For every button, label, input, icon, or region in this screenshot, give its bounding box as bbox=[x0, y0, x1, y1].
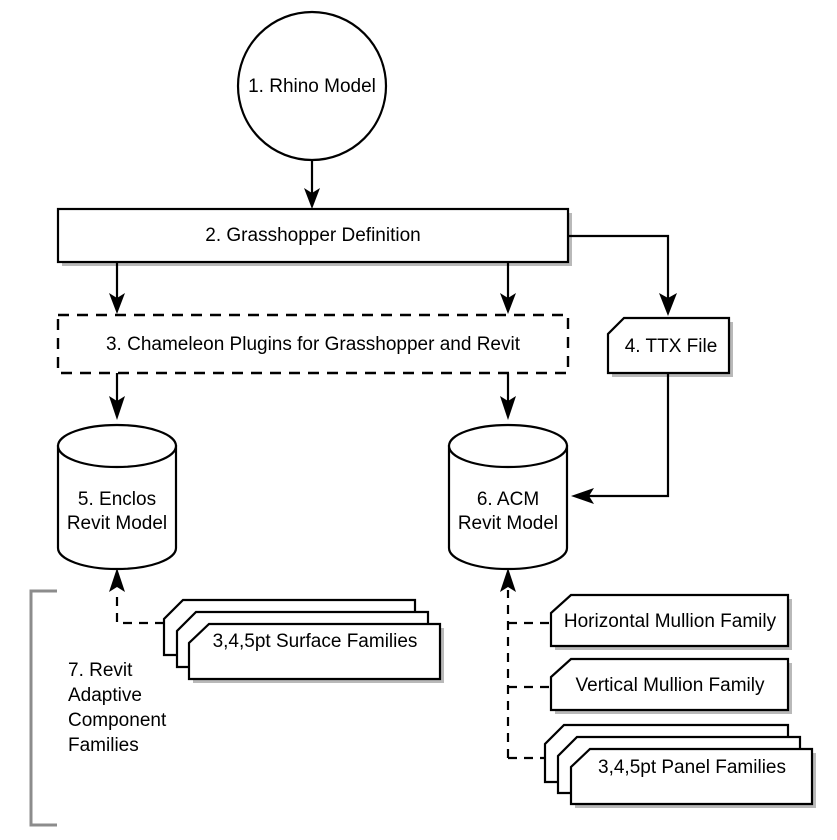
enclos-cylinder-body bbox=[56, 444, 178, 571]
bracket-revit-adaptive-component-families: 7. Revit Adaptive Component Families bbox=[29, 589, 167, 827]
enclos-revit-model-label-line2: Revit Model bbox=[67, 513, 167, 534]
node-acm-revit-model[interactable]: 6. ACM Revit Model bbox=[447, 423, 569, 571]
bracket-label-line2: Adaptive bbox=[68, 685, 142, 706]
panel-families-label: 3,4,5pt Panel Families bbox=[598, 757, 786, 778]
edge-grasshopper-to-chameleon-right bbox=[500, 262, 516, 314]
edge-chameleon-to-enclos bbox=[109, 373, 125, 420]
node-enclos-revit-model[interactable]: 5. Enclos Revit Model bbox=[56, 423, 178, 571]
node-chameleon-plugins[interactable]: 3. Chameleon Plugins for Grasshopper and… bbox=[56, 313, 570, 375]
node-grasshopper-definition[interactable]: 2. Grasshopper Definition bbox=[56, 207, 572, 266]
acm-revit-model-label-line2: Revit Model bbox=[458, 513, 558, 534]
enclos-revit-model-label-line1: 5. Enclos bbox=[78, 489, 156, 510]
edge-families-trunk-to-acm bbox=[500, 568, 551, 760]
edge-grasshopper-to-chameleon-left bbox=[109, 262, 125, 314]
panel-families-card-front bbox=[569, 747, 814, 806]
chameleon-plugins-label: 3. Chameleon Plugins for Grasshopper and… bbox=[106, 334, 521, 355]
bracket-label-line3: Component bbox=[68, 710, 167, 731]
arrowhead-icon bbox=[304, 188, 320, 209]
bracket-label-line4: Families bbox=[68, 735, 139, 756]
arrowhead-icon bbox=[109, 568, 125, 592]
node-ttx-file[interactable]: 4. TTX File bbox=[606, 316, 733, 377]
chameleon-plugins-box bbox=[56, 313, 570, 375]
acm-cylinder-body bbox=[447, 444, 569, 571]
arrowhead-icon bbox=[109, 396, 125, 420]
node-panel-families[interactable]: 3,4,5pt Panel Families bbox=[543, 723, 816, 808]
horizontal-mullion-shape bbox=[549, 593, 790, 648]
arrowhead-icon bbox=[571, 488, 594, 504]
enclos-cylinder-top bbox=[56, 423, 178, 469]
surface-families-card-front bbox=[187, 622, 442, 681]
node-surface-families[interactable]: 3,4,5pt Surface Families bbox=[162, 598, 444, 683]
edge-grasshopper-to-ttx bbox=[568, 234, 677, 316]
edge-chameleon-to-acm bbox=[500, 373, 516, 420]
vertical-mullion-family-label: Vertical Mullion Family bbox=[576, 675, 765, 696]
node-vertical-mullion-family[interactable]: Vertical Mullion Family bbox=[549, 657, 792, 714]
surface-families-label: 3,4,5pt Surface Families bbox=[213, 631, 418, 652]
edge-ttx-to-acm bbox=[571, 373, 670, 504]
grasshopper-definition-label: 2. Grasshopper Definition bbox=[205, 225, 420, 246]
vertical-mullion-shape bbox=[549, 657, 790, 712]
edge-rhino-to-grasshopper bbox=[304, 160, 320, 209]
rhino-model-label: 1. Rhino Model bbox=[248, 76, 376, 97]
node-rhino-model[interactable]: 1. Rhino Model bbox=[236, 10, 388, 162]
ttx-file-label: 4. TTX File bbox=[625, 336, 718, 357]
grasshopper-definition-box bbox=[56, 207, 570, 264]
arrowhead-icon bbox=[500, 568, 516, 592]
node-horizontal-mullion-family[interactable]: Horizontal Mullion Family bbox=[549, 593, 792, 650]
group-bracket-icon bbox=[29, 589, 57, 827]
horizontal-mullion-family-label: Horizontal Mullion Family bbox=[564, 611, 777, 632]
arrowhead-icon bbox=[500, 396, 516, 420]
edge-surface-families-to-enclos bbox=[109, 568, 164, 625]
acm-cylinder-top bbox=[447, 423, 569, 469]
arrowhead-icon bbox=[659, 293, 677, 316]
acm-revit-model-label-line1: 6. ACM bbox=[477, 489, 539, 510]
arrowhead-icon bbox=[500, 293, 516, 314]
bracket-label-line1: 7. Revit bbox=[68, 660, 133, 681]
arrowhead-icon bbox=[109, 293, 125, 314]
